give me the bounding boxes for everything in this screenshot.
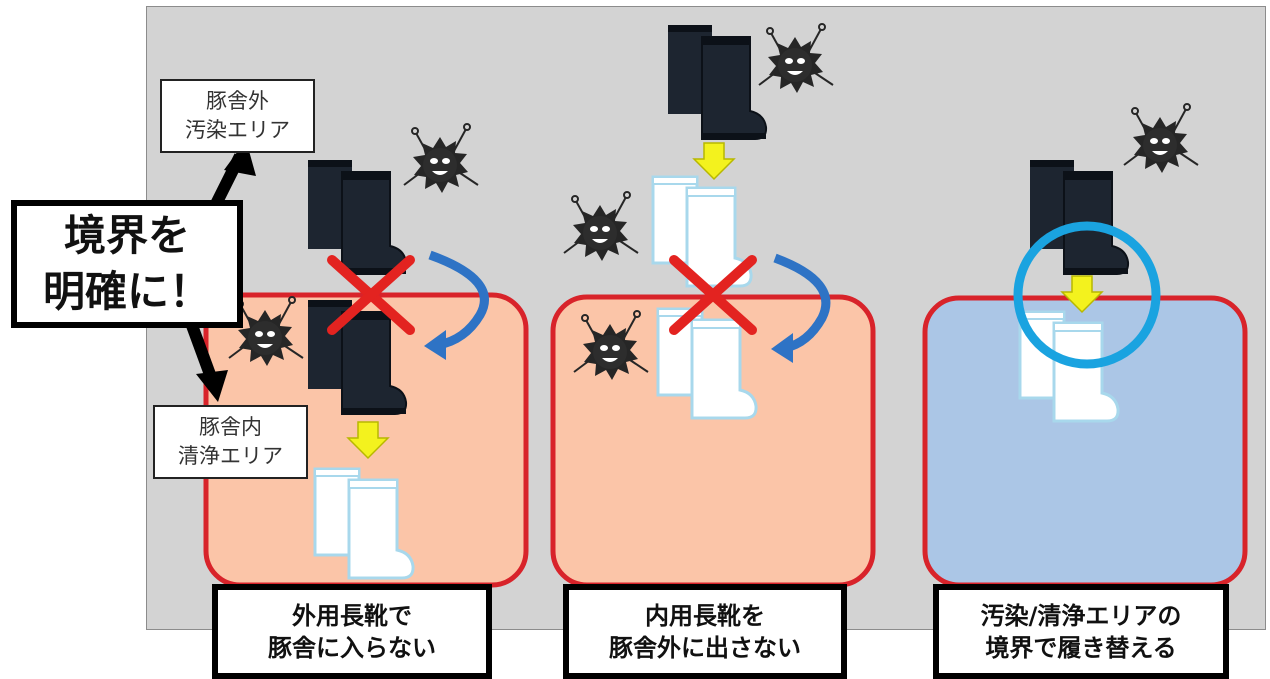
- germ-icon: [758, 23, 834, 94]
- caption-left: 外用長靴で 豚舎に入らない: [212, 584, 492, 679]
- germ-icon: [563, 191, 639, 262]
- curved-arrow-head-icon: [771, 333, 793, 363]
- germ-icon: [1123, 103, 1199, 174]
- curved-arrow-head-icon: [424, 330, 446, 360]
- curved-arrow-icon: [773, 253, 831, 353]
- ok-circle-icon: [1013, 221, 1161, 369]
- outside-area-label: 豚舎外 汚染エリア: [160, 79, 315, 153]
- cross-mark-icon: [327, 255, 415, 335]
- curved-arrow-icon: [428, 250, 489, 350]
- black-boots-icon: [307, 159, 408, 275]
- boundary-callout: 境界を 明確に！: [11, 200, 243, 328]
- down-arrow-icon: [693, 142, 735, 180]
- caption-right: 汚染/清浄エリアの 境界で履き替える: [933, 584, 1229, 679]
- germ-icon: [403, 123, 479, 194]
- caption-middle: 内用長靴を 豚舎外に出さない: [563, 584, 847, 679]
- cross-mark-icon: [669, 255, 757, 335]
- arrow-down-icon: [196, 370, 228, 402]
- black-boots-icon: [1029, 159, 1130, 275]
- black-boots-icon: [667, 24, 768, 140]
- inside-area-label: 豚舎内 清浄エリア: [153, 405, 308, 479]
